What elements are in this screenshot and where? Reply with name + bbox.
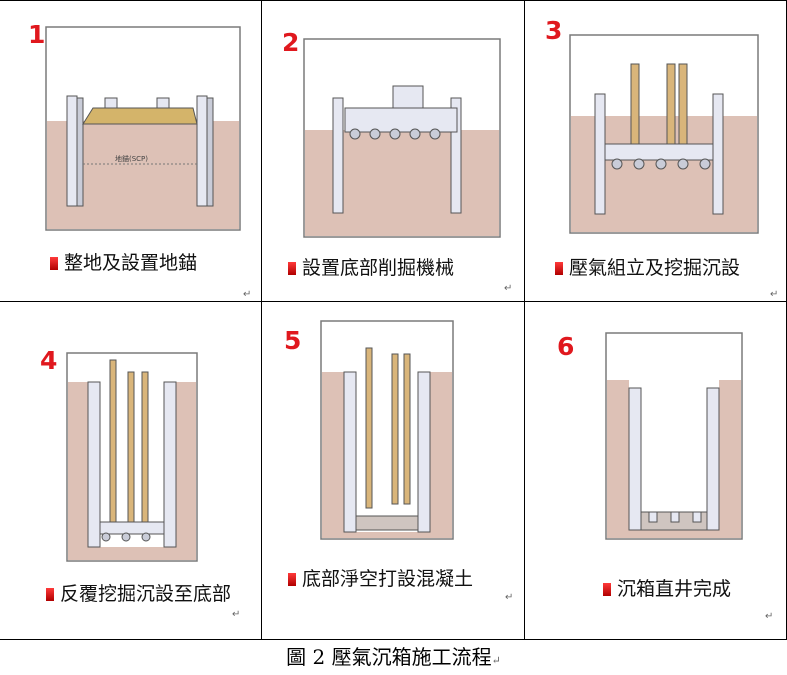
bullet-icon bbox=[555, 262, 563, 275]
step-caption: 反覆挖掘沉設至底部 bbox=[46, 585, 231, 604]
figure-caption: 圖 2 壓氣沉箱施工流程↵ bbox=[0, 647, 787, 667]
steps-table: 1 地錨(SCP) 整地及設置地錨 ↵ 2 bbox=[0, 0, 787, 640]
step-caption: 沉箱直井完成 bbox=[603, 580, 731, 599]
figure-caption-text: 圖 2 壓氣沉箱施工流程 bbox=[286, 645, 492, 669]
step-caption: 底部淨空打設混凝土 bbox=[288, 570, 473, 589]
step-caption: 整地及設置地錨 bbox=[50, 254, 197, 273]
step-number: 2 bbox=[282, 28, 300, 57]
return-mark-icon: ↵ bbox=[765, 611, 774, 622]
bullet-icon bbox=[46, 588, 54, 601]
return-mark-icon: ↵ bbox=[504, 283, 513, 294]
step-cell-4: 4 反覆挖掘沉設至底部 ↵ bbox=[0, 302, 262, 640]
step-number: 1 bbox=[28, 20, 46, 49]
step-cell-2: 2 設置底部削掘機械 ↵ bbox=[262, 0, 525, 302]
step-number: 4 bbox=[40, 346, 58, 375]
caption-text: 沉箱直井完成 bbox=[617, 578, 732, 600]
caption-text: 壓氣組立及挖掘沉設 bbox=[569, 257, 741, 279]
step-illustration bbox=[66, 352, 198, 562]
return-mark-icon: ↵ bbox=[232, 609, 241, 620]
caption-text: 底部淨空打設混凝土 bbox=[302, 568, 474, 590]
step-caption: 設置底部削掘機械 bbox=[288, 259, 454, 278]
step-cell-1: 1 地錨(SCP) 整地及設置地錨 ↵ bbox=[0, 0, 262, 302]
return-mark-icon: ↵ bbox=[770, 289, 779, 300]
anchor-label: 地錨(SCP) bbox=[115, 154, 148, 163]
step-number: 3 bbox=[545, 16, 563, 45]
step-illustration bbox=[605, 332, 743, 540]
step-illustration bbox=[303, 38, 501, 238]
step-illustration bbox=[569, 34, 759, 234]
return-mark-icon: ↵ bbox=[505, 592, 514, 603]
bullet-icon bbox=[288, 262, 296, 275]
caption-text: 反覆挖掘沉設至底部 bbox=[60, 583, 232, 605]
step-cell-5: 5 底部淨空打設混凝土 ↵ bbox=[262, 302, 525, 640]
step-number: 6 bbox=[557, 332, 575, 361]
bullet-icon bbox=[603, 583, 611, 596]
step-number: 5 bbox=[284, 326, 302, 355]
table-top-border bbox=[0, 0, 787, 1]
step-illustration bbox=[320, 320, 454, 540]
bullet-icon bbox=[288, 573, 296, 586]
return-mark-icon: ↵ bbox=[243, 289, 252, 300]
step-cell-6: 6 沉箱直井完成 ↵ bbox=[525, 302, 787, 640]
return-mark-icon: ↵ bbox=[491, 654, 501, 667]
step-cell-3: 3 壓氣組立及挖掘沉設 ↵ bbox=[525, 0, 787, 302]
caption-text: 設置底部削掘機械 bbox=[302, 257, 455, 279]
step-caption: 壓氣組立及挖掘沉設 bbox=[555, 259, 740, 278]
caption-text: 整地及設置地錨 bbox=[64, 252, 198, 274]
bullet-icon bbox=[50, 257, 58, 270]
step-illustration: 地錨(SCP) bbox=[45, 26, 241, 231]
